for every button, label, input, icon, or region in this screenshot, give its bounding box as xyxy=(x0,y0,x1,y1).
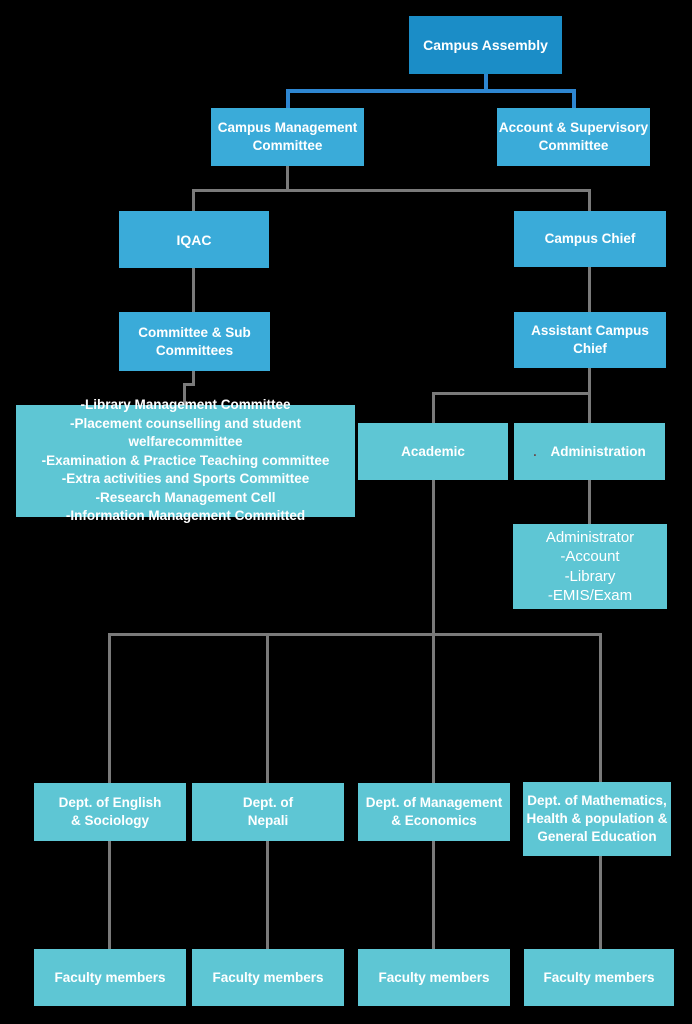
node-label: Assistant Campus Chief xyxy=(531,323,649,356)
connector-line xyxy=(286,89,576,93)
connector-line xyxy=(192,268,195,312)
connector-line xyxy=(432,392,435,423)
connector-line xyxy=(432,633,435,783)
node-label: Faculty members xyxy=(543,969,655,985)
connector-line xyxy=(286,166,289,191)
node-label: Faculty members xyxy=(212,969,324,985)
stray-period: . xyxy=(533,444,537,459)
connector-line xyxy=(192,189,591,192)
node-label-line: Committee xyxy=(252,138,323,153)
node-label-line: Committees xyxy=(155,342,234,358)
node-label: Faculty members xyxy=(54,969,166,985)
node-label-line: Committee & Sub xyxy=(138,324,251,340)
list-item: -EMIS/Exam xyxy=(547,587,633,604)
connector-line xyxy=(108,841,111,949)
connector-line xyxy=(588,267,591,312)
connector-line xyxy=(108,633,602,636)
connector-line xyxy=(192,371,195,386)
list-item: -Examination & Practice Teaching committ… xyxy=(41,452,330,468)
node-dept-management-economics: Dept. of Management & Economics xyxy=(358,783,510,841)
node-label-line: Dept. of English xyxy=(58,795,162,810)
connector-line xyxy=(588,480,591,524)
list-item: -Research Management Cell xyxy=(95,489,276,505)
node-assistant-campus-chief: Assistant Campus Chief xyxy=(514,312,666,368)
node-label: Administration xyxy=(550,443,646,459)
list-item: -Library xyxy=(564,567,616,585)
connector-line xyxy=(183,383,186,405)
node-account-supervisory-committee: Account & Supervisory Committee xyxy=(497,108,650,166)
node-label: IQAC xyxy=(176,231,212,248)
node-campus-chief: Campus Chief xyxy=(514,211,666,267)
connector-line xyxy=(599,633,602,782)
node-committee-sub-committees: Committee & Sub Committees xyxy=(119,312,270,371)
node-iqac: IQAC xyxy=(119,211,269,268)
node-label-line: Campus Management xyxy=(217,120,358,135)
node-dept-mathematics-health-general: Dept. of Mathematics, Health & populatio… xyxy=(523,782,671,856)
node-label-line: Committee xyxy=(538,138,609,153)
connector-line xyxy=(192,189,195,212)
node-dept-nepali: Dept. of Nepali xyxy=(192,783,344,841)
connector-line xyxy=(266,841,269,949)
node-label: Academic xyxy=(401,443,465,459)
node-administrator: Administrator -Account -Library -EMIS/Ex… xyxy=(513,524,667,609)
node-label-line: Dept. of xyxy=(242,795,294,810)
node-label: Campus Chief xyxy=(544,231,636,246)
connector-line xyxy=(432,480,435,635)
node-campus-management-committee: Campus Management Committee xyxy=(211,108,364,166)
connector-line xyxy=(588,368,591,423)
connector-line xyxy=(266,633,269,783)
connector-line xyxy=(432,841,435,949)
node-administration: . Administration xyxy=(514,423,665,480)
node-faculty-members-4: Faculty members xyxy=(524,949,674,1006)
node-label-line: Nepali xyxy=(247,813,289,828)
connector-line xyxy=(588,189,591,212)
node-label-line: General Education xyxy=(537,829,657,844)
list-item: -Library Management Committee xyxy=(80,396,291,412)
node-faculty-members-3: Faculty members xyxy=(358,949,510,1006)
node-label-line: Administrator xyxy=(545,528,635,546)
connector-line xyxy=(108,633,111,783)
node-label: Campus Assembly xyxy=(423,37,548,53)
node-label-line: Account & Supervisory xyxy=(498,120,649,135)
node-faculty-members-1: Faculty members xyxy=(34,949,186,1006)
node-academic: Academic xyxy=(358,423,508,480)
node-label-line: Dept. of Management xyxy=(365,795,503,810)
connector-line xyxy=(286,91,290,110)
node-dept-english-sociology: Dept. of English & Sociology xyxy=(34,783,186,841)
node-label-line: Dept. of Mathematics, xyxy=(527,793,667,808)
connector-line xyxy=(572,91,576,110)
list-item: -Placement counselling and student welfa… xyxy=(69,415,302,450)
list-item: -Account xyxy=(560,548,620,565)
list-item: -Extra activities and Sports Committee xyxy=(61,471,310,487)
node-campus-assembly: Campus Assembly xyxy=(409,16,562,74)
list-item: -Information Management Committed xyxy=(65,508,306,524)
node-sub-committees-list: -Library Management Committee -Placement… xyxy=(16,397,355,523)
node-label-line: Health & population & xyxy=(526,811,668,826)
node-label: Faculty members xyxy=(378,969,490,985)
connector-line xyxy=(484,74,488,91)
connector-line xyxy=(432,392,591,395)
connector-line xyxy=(599,856,602,949)
node-label-line: & Economics xyxy=(391,813,477,828)
connector-line xyxy=(183,383,195,386)
node-faculty-members-2: Faculty members xyxy=(192,949,344,1006)
node-label-line: & Sociology xyxy=(70,813,149,828)
